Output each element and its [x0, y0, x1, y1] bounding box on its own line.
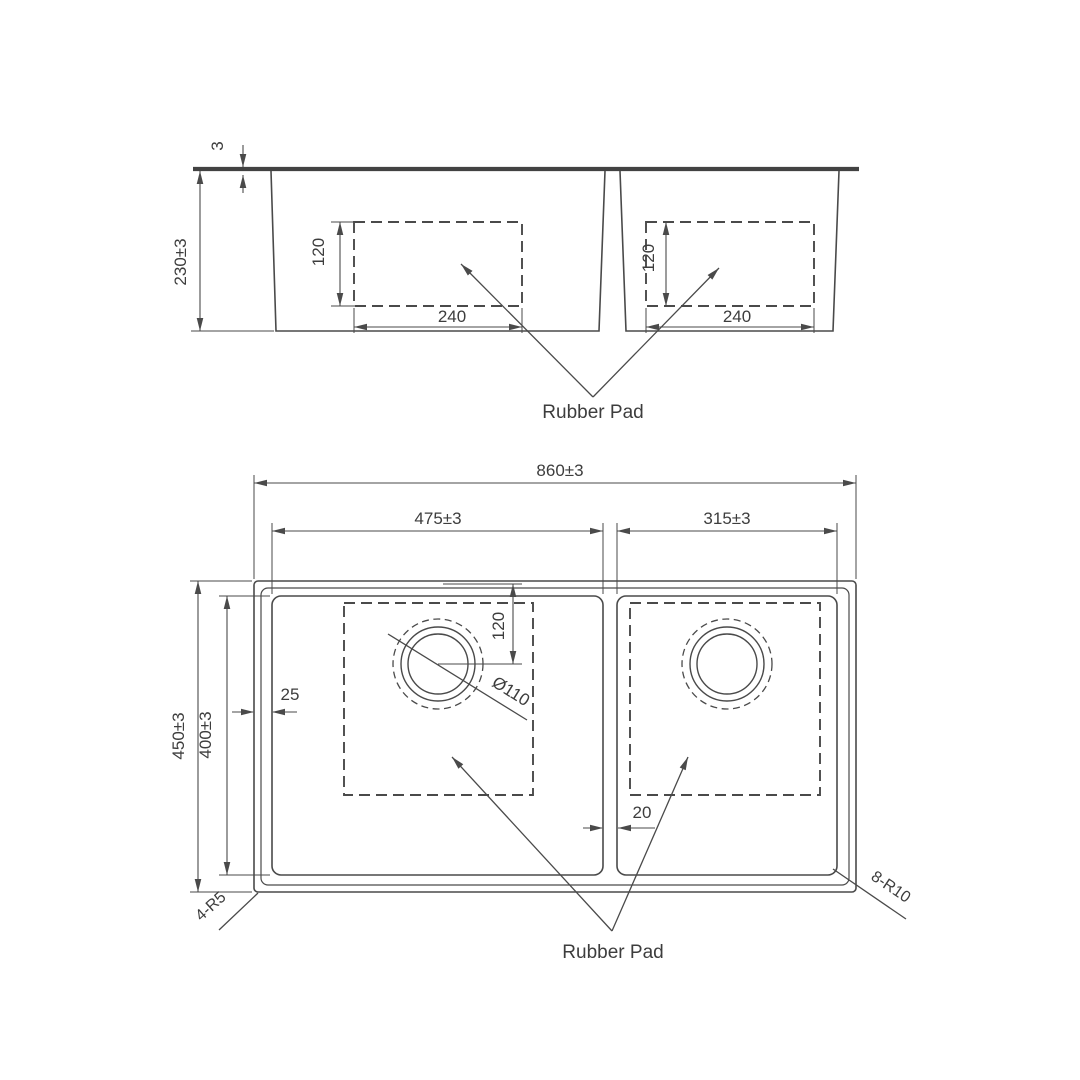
drain-diameter-label: Ø110 — [489, 673, 533, 710]
left-pad-width-label: 240 — [438, 307, 466, 326]
outer-corner-note-label: 4-R5 — [192, 889, 229, 925]
right-rubber-pad-outline — [645, 221, 815, 307]
dim-right-pad-width: 240 — [645, 307, 815, 333]
note-outer-corner-radius: 4-R5 — [192, 889, 259, 931]
sink-rim-edge — [260, 587, 850, 886]
bowl-gap-label: 20 — [633, 803, 652, 822]
note-bowl-corner-radius: 8-R10 — [832, 868, 914, 920]
sink-outer-edge — [253, 580, 857, 893]
right-pad-height-label: 120 — [639, 244, 658, 272]
dim-overall-width: 860±3 — [253, 461, 857, 579]
bowl-corner-note-label: 8-R10 — [868, 868, 914, 907]
right-bowl-profile — [619, 170, 840, 332]
right-rubber-pad-plan — [629, 602, 821, 796]
dim-right-bowl-width: 315±3 — [616, 509, 838, 594]
rubber-pad-label-plan: Rubber Pad — [562, 942, 663, 963]
right-drain — [681, 618, 773, 710]
right-bowl-edge — [616, 595, 838, 876]
dim-depth: 230±3 — [171, 171, 274, 332]
dim-drain-offset: 120 — [438, 583, 522, 665]
dim-rim-thickness: 3 — [208, 141, 247, 193]
plan-view: Ø110 120 860±3 475±3 — [169, 461, 913, 963]
dim-left-pad-height: 120 — [309, 221, 358, 307]
rim-thickness-label: 3 — [208, 141, 227, 150]
right-pad-width-label: 240 — [723, 307, 751, 326]
dim-left-pad-width: 240 — [353, 307, 523, 333]
rim-inset-label: 25 — [281, 685, 300, 704]
bowl-depth-label: 400±3 — [196, 711, 215, 758]
left-bowl-profile — [270, 170, 606, 332]
top-view: 230±3 3 120 240 — [171, 141, 859, 423]
dim-right-pad-height: 120 — [639, 222, 670, 306]
dim-rim-inset: 25 — [232, 685, 300, 716]
overall-depth-label: 450±3 — [169, 712, 188, 759]
rubber-pad-label-top: Rubber Pad — [542, 402, 643, 423]
depth-label: 230±3 — [171, 238, 190, 285]
right-bowl-width-label: 315±3 — [703, 509, 750, 528]
dim-bowl-depth: 400±3 — [196, 595, 270, 876]
left-rubber-pad-outline — [353, 221, 523, 307]
dim-drain-diameter: Ø110 — [387, 633, 533, 721]
rubber-pad-callout-plan: Rubber Pad — [449, 754, 692, 963]
left-bowl-width-label: 475±3 — [414, 509, 461, 528]
dim-bowl-gap: 20 — [583, 803, 655, 832]
left-rubber-pad-plan — [343, 602, 534, 796]
dim-left-bowl-width: 475±3 — [271, 509, 604, 594]
left-pad-height-label: 120 — [309, 238, 328, 266]
overall-width-label: 860±3 — [536, 461, 583, 480]
left-bowl-edge — [271, 595, 604, 876]
rubber-pad-callout-top: Rubber Pad — [458, 261, 722, 423]
dim-overall-depth: 450±3 — [169, 580, 252, 893]
drain-offset-label: 120 — [489, 612, 508, 640]
